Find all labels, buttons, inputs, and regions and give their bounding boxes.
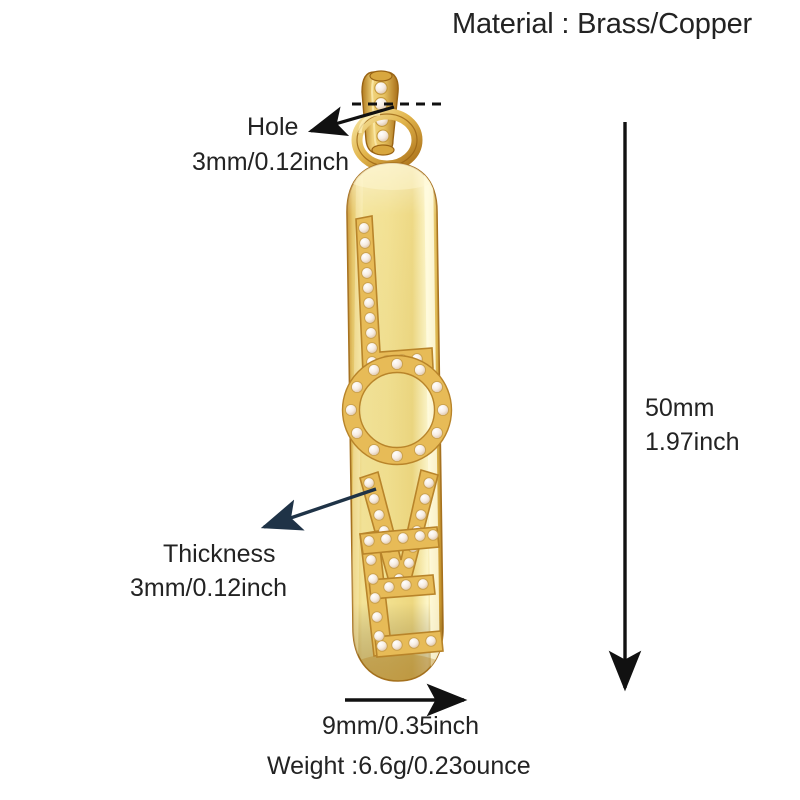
material-label: Material : Brass/Copper [452,8,753,40]
hole-label: Hole [247,113,299,141]
thickness-value: 3mm/0.12inch [130,574,288,602]
length-value-mm: 50mm [645,394,715,422]
width-value: 9mm/0.35inch [322,712,480,740]
pendant-letter-E [359,526,444,658]
weight-label: Weight :6.6g/0.23ounce [267,752,531,780]
thickness-label: Thickness [163,540,276,568]
length-value-inch: 1.97inch [645,428,740,456]
pendant-letter-O [341,354,453,466]
hole-value: 3mm/0.12inch [192,148,350,176]
